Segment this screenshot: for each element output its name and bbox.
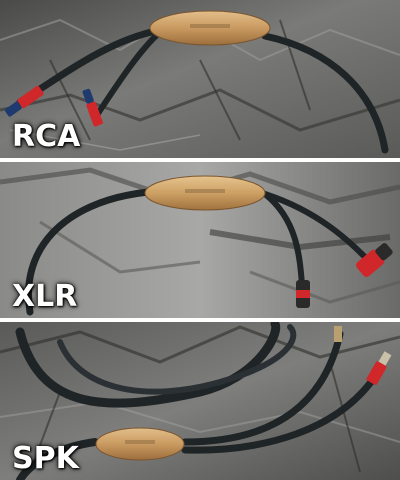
spk-cable-panel: SPK xyxy=(0,322,400,480)
xlr-cable-photo xyxy=(0,162,400,318)
panel-label-rca: RCA xyxy=(12,119,81,154)
rca-cable-photo xyxy=(0,0,400,158)
panel-label-spk: SPK xyxy=(12,441,79,476)
rca-cable-panel: RCA xyxy=(0,0,400,158)
panel-divider xyxy=(0,318,400,322)
panel-label-xlr: XLR xyxy=(12,279,78,314)
panel-divider xyxy=(0,158,400,162)
xlr-cable-panel: XLR xyxy=(0,162,400,318)
spk-cable-photo xyxy=(0,322,400,480)
